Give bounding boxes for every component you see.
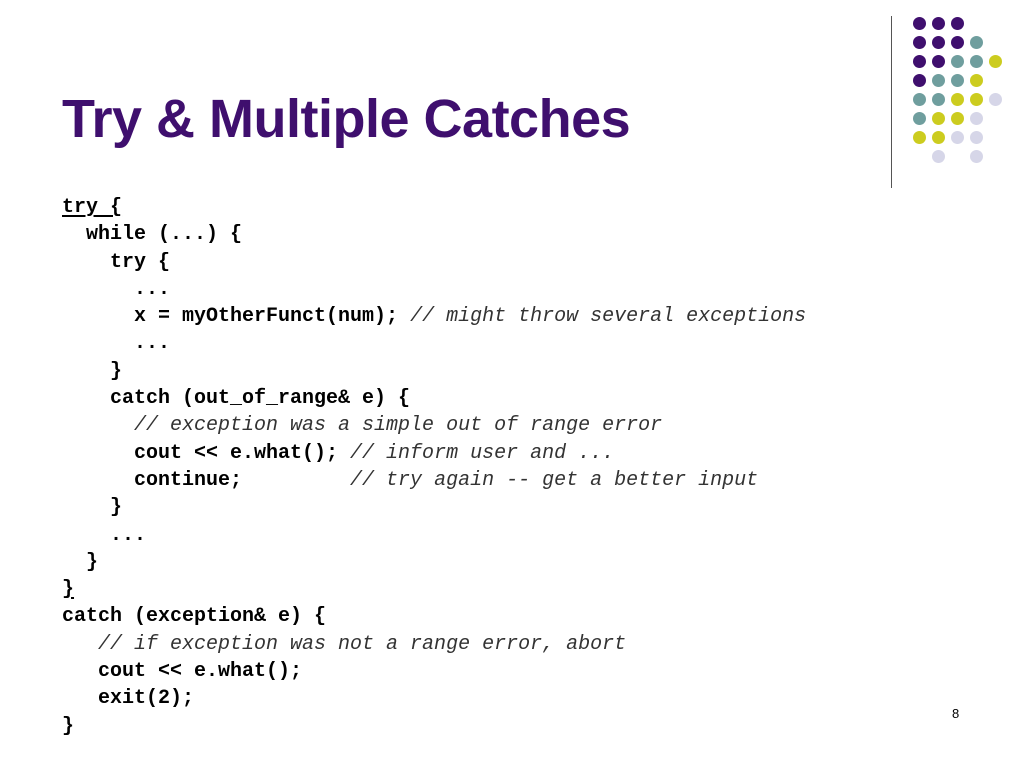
decorative-dot [913, 74, 926, 87]
code-comment: // might throw several exceptions [398, 305, 807, 329]
code-text: } [62, 714, 75, 738]
code-line: catch (out_of_range& e) { [62, 385, 806, 412]
decorative-dot [932, 36, 945, 49]
code-comment: // if exception was not a range error, a… [62, 632, 627, 656]
code-line: x = myOtherFunct(num); // might throw se… [62, 303, 806, 330]
decorative-dot [932, 17, 945, 30]
code-line: ... [62, 522, 806, 549]
code-text: } [62, 578, 75, 602]
code-text: exit(2); [62, 687, 195, 711]
code-text: cout << e.what(); [62, 441, 339, 465]
decorative-dot [989, 93, 1002, 106]
code-text: } [62, 359, 123, 383]
decorative-dot [970, 55, 983, 68]
page-number: 8 [952, 706, 960, 721]
decorative-dot [970, 93, 983, 106]
decorative-dot [932, 112, 945, 125]
code-line: ... [62, 330, 806, 357]
code-text: try { [62, 196, 123, 219]
decorative-dot [951, 17, 964, 30]
decorative-dot [970, 36, 983, 49]
decorative-dot [913, 131, 926, 144]
decorative-dot [913, 17, 926, 30]
code-text: cout << e.what(); [62, 660, 303, 684]
code-line: } [62, 549, 806, 576]
code-text: continue; [62, 468, 243, 492]
code-line: } [62, 576, 806, 603]
code-text: try { [62, 250, 171, 274]
code-text: } [62, 550, 99, 574]
decorative-dot [951, 74, 964, 87]
code-text: } [62, 496, 123, 520]
code-block: try { while (...) { try { ... x = myOthe… [62, 194, 806, 740]
code-line: try { [62, 249, 806, 276]
code-text: ... [62, 332, 171, 356]
decorative-divider-line [891, 16, 892, 188]
code-line: } [62, 713, 806, 740]
code-line: try { [62, 194, 806, 221]
decorative-dot [951, 131, 964, 144]
code-line: } [62, 358, 806, 385]
code-line: } [62, 494, 806, 521]
code-line: cout << e.what(); [62, 658, 806, 685]
decorative-dot [913, 93, 926, 106]
slide-title: Try & Multiple Catches [62, 89, 631, 149]
decorative-dot [951, 112, 964, 125]
decorative-dot [951, 93, 964, 106]
code-text: while (...) { [62, 223, 243, 247]
code-text: x = myOtherFunct(num); [62, 305, 399, 329]
decorative-dot [989, 55, 1002, 68]
decorative-dot [932, 55, 945, 68]
code-line: // if exception was not a range error, a… [62, 631, 806, 658]
decorative-dot [951, 36, 964, 49]
code-line: continue; // try again -- get a better i… [62, 467, 806, 494]
code-line: catch (exception& e) { [62, 603, 806, 630]
decorative-dot [913, 36, 926, 49]
decorative-dot [932, 150, 945, 163]
code-text: catch (out_of_range& e) { [62, 387, 411, 411]
decorative-dot [932, 131, 945, 144]
decorative-dot [951, 55, 964, 68]
decorative-dot [913, 112, 926, 125]
decorative-dot [932, 74, 945, 87]
decorative-dot [970, 131, 983, 144]
code-text: catch (exception& e) { [62, 605, 327, 629]
code-line: exit(2); [62, 685, 806, 712]
code-comment: // inform user and ... [338, 441, 615, 465]
decorative-dot [932, 93, 945, 106]
code-line: while (...) { [62, 221, 806, 248]
code-text: ... [62, 277, 171, 301]
code-line: ... [62, 276, 806, 303]
code-text: ... [62, 523, 147, 547]
decorative-dot [913, 55, 926, 68]
code-line: cout << e.what(); // inform user and ... [62, 440, 806, 467]
code-comment: // exception was a simple out of range e… [62, 414, 663, 438]
code-comment: // try again -- get a better input [242, 468, 759, 492]
decorative-dot [970, 150, 983, 163]
code-line: // exception was a simple out of range e… [62, 412, 806, 439]
decorative-dot [970, 112, 983, 125]
decorative-dot [970, 74, 983, 87]
